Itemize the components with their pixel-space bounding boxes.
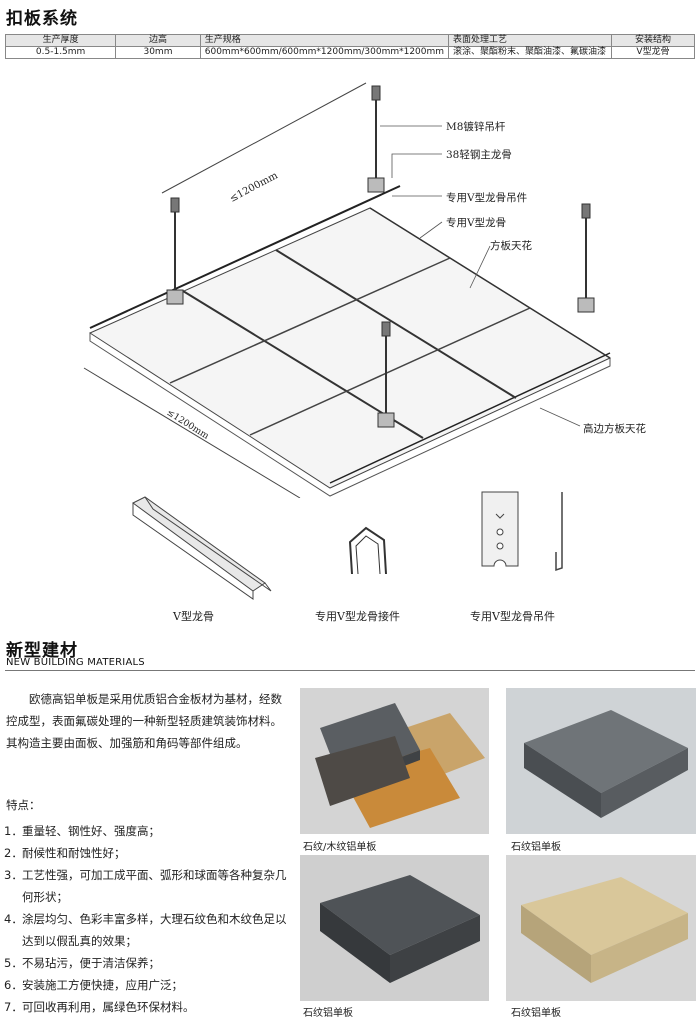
hanger-clip-1 (166, 289, 184, 305)
main-runner-2 (329, 352, 611, 484)
list-item: 3．工艺性强，可加工成平面、弧形和球面等各种复杂几何形状； (4, 868, 287, 904)
v-runner-3 (369, 207, 611, 359)
spec-cell-thickness: 0.5-1.5mm (4, 46, 117, 59)
section-divider (5, 670, 695, 671)
v-runner-hanger-illustration (481, 491, 563, 572)
spec-cell-surface: 滚涂、聚酯粉末、聚酯油漆、氟碳油漆 (448, 46, 612, 59)
list-item: 6．安装施工方便快捷，应用广泛； (4, 978, 183, 992)
hanger-clip-4 (377, 412, 395, 428)
rod-cap-1 (170, 197, 180, 213)
spec-header-install: 安装结构 (610, 34, 696, 47)
leader-vrunner (419, 221, 443, 239)
ceiling-panel-outline (88, 207, 612, 489)
spec-header-edge-height: 边高 (115, 34, 201, 47)
part-caption-v-connector: 专用V型龙骨接件 (315, 610, 400, 623)
panel-edge (89, 333, 611, 497)
spec-header-surface: 表面处理工艺 (448, 34, 612, 47)
features-list: 1．重量轻、钢性好、强度高； 2．耐候性和耐蚀性好； 3．工艺性强，可加工成平面… (4, 820, 288, 1018)
v-runner-2 (275, 249, 517, 399)
features-title: 特点： (6, 798, 41, 812)
callout-m8-rod: M8镀锌吊杆 (446, 121, 506, 133)
part-caption-v-runner: V型龙骨 (173, 610, 214, 623)
list-item: 7．可回收再利用，属绿色环保材料。 (4, 1000, 195, 1014)
callout-high-edge-panel: 高边方板天花 (583, 423, 646, 435)
photo-stone-panel-2 (300, 855, 489, 1001)
rod-cap-2 (371, 85, 381, 101)
photo-stone-panel-1 (506, 688, 696, 834)
section-title-new-materials-en: NEW BUILDING MATERIALS (6, 657, 145, 668)
spec-header-size: 生产规格 (199, 34, 450, 47)
photo-stone-panel-3 (506, 855, 696, 1001)
spec-cell-size: 600mm*600mm/600mm*1200mm/300mm*1200mm (199, 46, 450, 59)
dim-line-bottom (83, 367, 301, 498)
photo-stone-wood-panel (300, 688, 489, 834)
photo-caption-4: 石纹铝单板 (511, 1008, 561, 1019)
main-runner (89, 185, 401, 329)
photo-caption-2: 石纹铝单板 (511, 842, 561, 853)
cross-tee-2 (249, 307, 531, 436)
rod-cap-3 (581, 203, 591, 219)
part-caption-v-hanger: 专用V型龙骨吊件 (470, 610, 555, 623)
hanger-clip-2 (367, 177, 385, 193)
callout-38-main-runner: 38轻钢主龙骨 (446, 149, 512, 161)
v-runner-part-illustration (132, 496, 272, 600)
list-item: 5．不易玷污，便于清洁保养； (4, 956, 160, 970)
list-item: 2．耐候性和耐蚀性好； (4, 846, 126, 860)
ceiling-assembly-diagram (83, 82, 612, 498)
intro-paragraph: 欧德高铝单板是采用优质铝合金板材为基材，经数控成型，表面氟碳处理的一种新型轻质建… (6, 692, 282, 750)
dim-line-top (161, 82, 367, 194)
spec-header-thickness: 生产厚度 (4, 34, 117, 47)
list-item: 1．重量轻、钢性好、强度高； (4, 824, 160, 838)
photo-caption-3: 石纹铝单板 (303, 1008, 353, 1019)
leader-high-edge (539, 407, 581, 427)
spec-cell-install: V型龙骨 (610, 46, 696, 59)
cross-tee-1 (169, 257, 451, 384)
hanger-clip-3 (577, 297, 595, 313)
section-title-new-materials: 新型建材 (6, 641, 78, 661)
spec-table-row: 0.5-1.5mm 30mm 600mm*600mm/600mm*1200mm/… (4, 46, 696, 59)
section-title-ceiling-system: 扣板系统 (6, 9, 78, 29)
spec-table: 生产厚度 边高 生产规格 表面处理工艺 安装结构 0.5-1.5mm 30mm … (4, 34, 696, 59)
leader-panel (469, 245, 491, 289)
spec-cell-edge-height: 30mm (115, 46, 201, 59)
leader-38 (391, 153, 442, 178)
spec-table-header-row: 生产厚度 边高 生产规格 表面处理工艺 安装结构 (4, 34, 696, 47)
rod-cap-4 (381, 321, 391, 337)
v-runner-connector-illustration (348, 526, 387, 575)
callout-square-panel: 方板天花 (490, 240, 532, 252)
callout-v-runner-clip: 专用V型龙骨吊件 (446, 192, 528, 204)
list-item: 4．涂层均匀、色彩丰富多样，大理石纹色和木纹色足以达到以假乱真的效果； (4, 912, 287, 948)
callout-v-runner: 专用V型龙骨 (446, 217, 507, 229)
photo-caption-1: 石纹/木纹铝单板 (303, 842, 377, 853)
